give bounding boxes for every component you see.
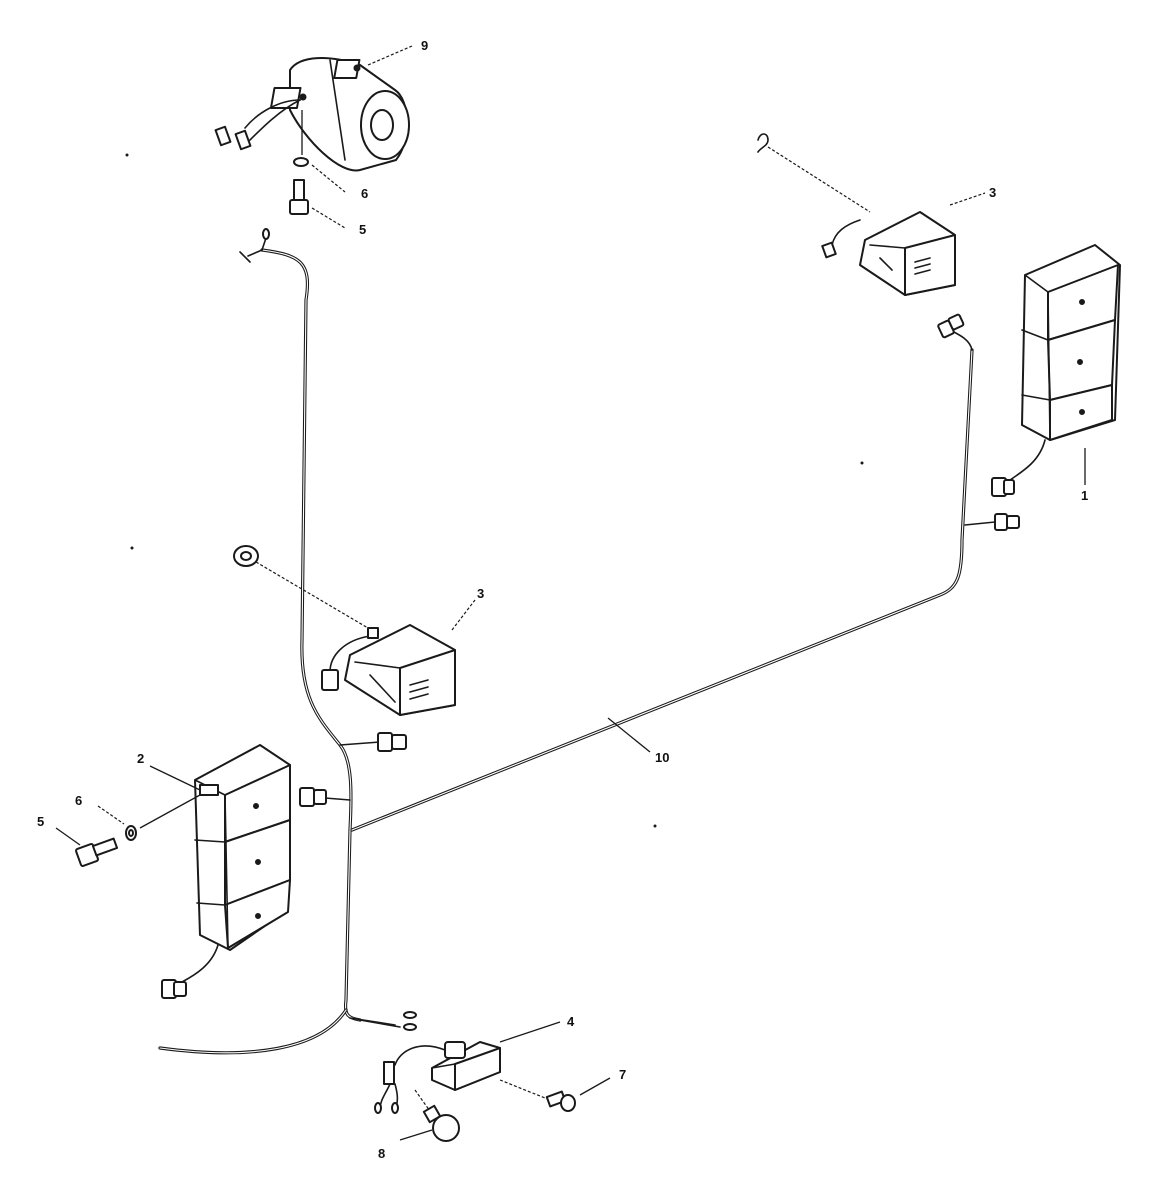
lamp-top-right (757, 133, 986, 296)
callout-8: 8 (378, 1146, 385, 1161)
horn-washer (293, 110, 346, 193)
harness-leader (607, 717, 651, 753)
connector-left (299, 787, 327, 807)
callout-5-left: 5 (37, 814, 44, 829)
left-washer (97, 805, 137, 841)
callout-10: 10 (655, 750, 669, 765)
license-lamp (359, 1011, 561, 1114)
callout-6-left: 6 (75, 793, 82, 808)
lamp-bulb (399, 1089, 460, 1142)
horn-bolt (289, 179, 346, 229)
callout-9: 9 (421, 38, 428, 53)
wiring-harness (158, 237, 996, 1055)
lamp-screw (499, 1077, 611, 1112)
connector-top-right (937, 313, 965, 339)
connector-mid (377, 732, 407, 752)
callout-6-top: 6 (361, 186, 368, 201)
callout-1: 1 (1081, 488, 1088, 503)
connector-right (994, 513, 1020, 531)
callout-5-top: 5 (359, 222, 366, 237)
horn (214, 45, 413, 172)
left-bolt (55, 827, 119, 867)
tail-lamp-right (991, 244, 1121, 497)
callout-labels: 9 6 5 3 1 3 10 2 6 5 4 7 8 (37, 38, 1088, 1161)
harness-connectors (239, 228, 1020, 807)
callout-3-mid: 3 (477, 586, 484, 601)
tail-lamp-left (139, 744, 291, 999)
callout-7: 7 (619, 1067, 626, 1082)
callout-3-top: 3 (989, 185, 996, 200)
scan-specks (125, 153, 864, 828)
lamp-middle (233, 545, 476, 716)
callout-4: 4 (567, 1014, 575, 1029)
callout-2: 2 (137, 751, 144, 766)
